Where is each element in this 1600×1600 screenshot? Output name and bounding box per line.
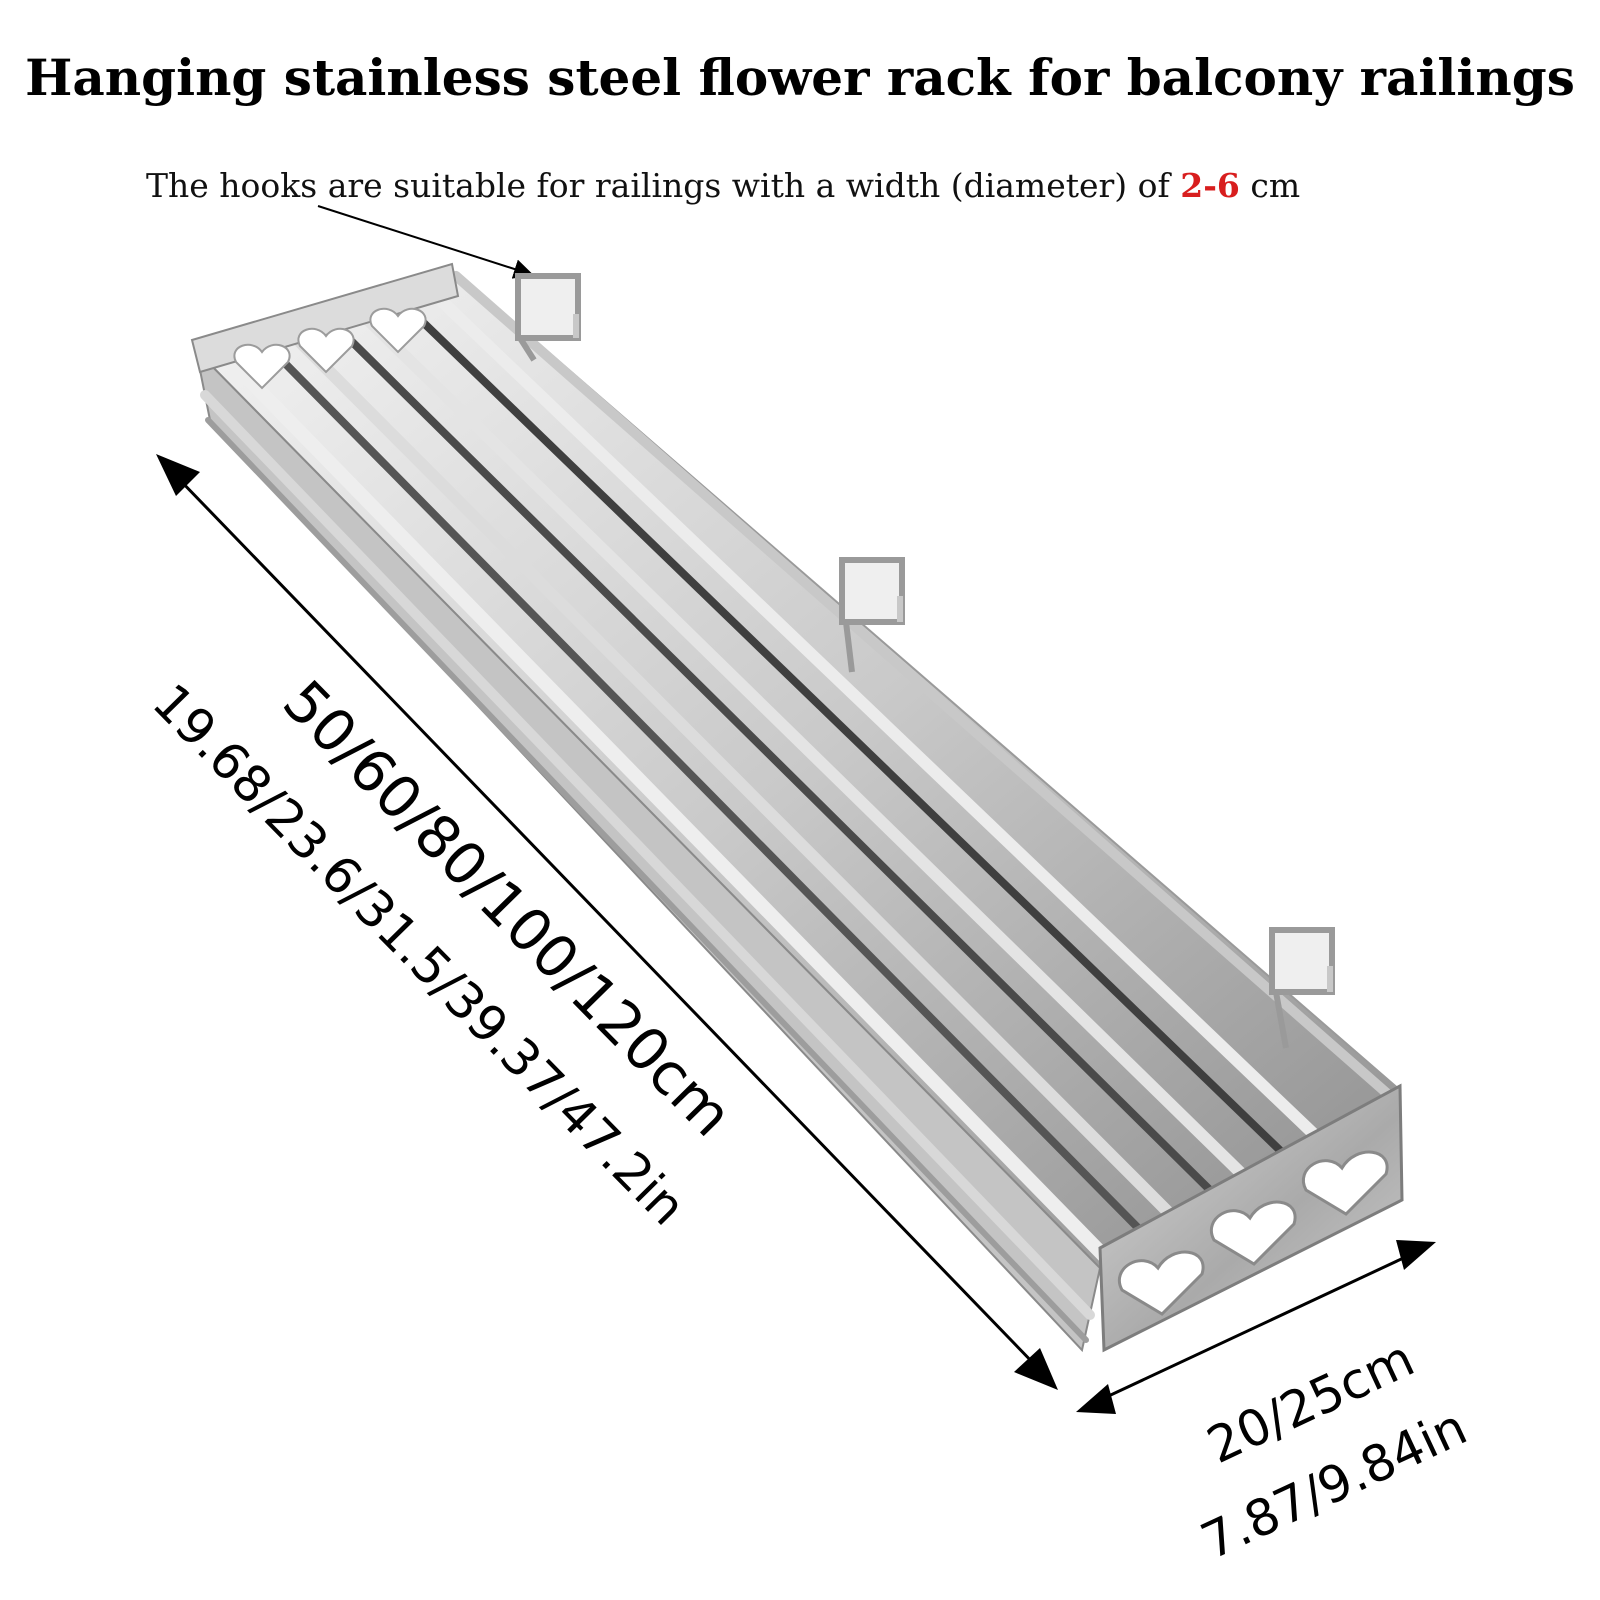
length-arrowhead-bottom (1014, 1348, 1058, 1390)
page-title: Hanging stainless steel flower rack for … (25, 48, 1575, 107)
hook-range-highlight: 2-6 (1180, 166, 1240, 205)
width-arrowhead-right (1396, 1240, 1436, 1270)
width-dimension-arrow (1099, 1252, 1413, 1402)
hook-note-suffix: cm (1239, 166, 1301, 205)
back-heart-cutouts (233, 307, 427, 390)
hook-note-prefix: The hooks are suitable for railings with… (146, 166, 1181, 205)
railing-hook-2 (839, 557, 905, 673)
railing-hook-3 (1269, 927, 1335, 1049)
width-arrowhead-left (1076, 1384, 1116, 1414)
hook-callout-arrow (317, 205, 534, 279)
length-arrowhead-top (156, 454, 200, 496)
front-heart-cutouts (1118, 1150, 1389, 1316)
hook-note: The hooks are suitable for railings with… (146, 166, 1446, 205)
rack-back-endplate (190, 262, 460, 374)
length-dimension-arrow (174, 474, 1040, 1370)
railing-hook-1 (515, 273, 581, 362)
rack-rails (200, 271, 1395, 1343)
